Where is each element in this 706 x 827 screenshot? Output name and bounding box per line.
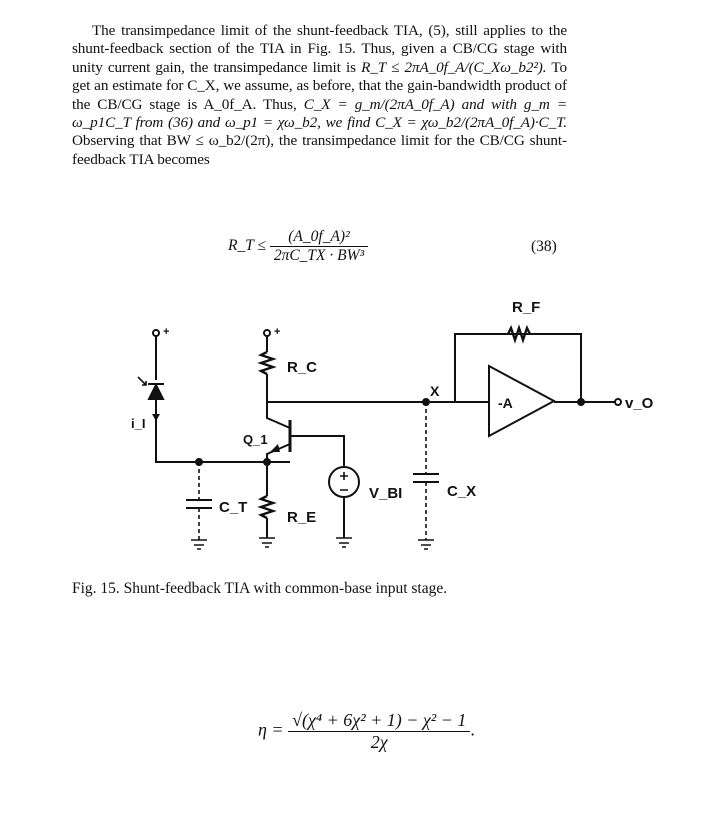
label-x: X xyxy=(430,383,440,399)
ground-icon-re xyxy=(259,537,275,548)
equation-38-number: (38) xyxy=(531,238,557,255)
equation-eta-numerator: √(χ⁴ + 6χ² + 1) − χ² − 1 xyxy=(288,710,471,732)
label-amp: -A xyxy=(498,395,513,411)
label-plus-mid: + xyxy=(274,326,280,338)
vbi-source-icon xyxy=(328,466,360,498)
base-wire xyxy=(290,435,345,466)
paragraph-sentence-3: Observing that BW ≤ ω_b2/(2π), the trans… xyxy=(72,132,567,168)
light-arrow-icon xyxy=(137,376,147,386)
equation-38-numerator: (A_0f_A)² xyxy=(269,228,369,247)
body-paragraph: The transimpedance limit of the shunt-fe… xyxy=(72,22,567,169)
ground-icon-ct xyxy=(191,539,207,550)
paragraph-expression-2: C_X = g_m/(2πA_0f_A) and with g_m = ω_p1… xyxy=(72,95,567,132)
figure-caption: Fig. 15. Shunt-feedback TIA with common-… xyxy=(72,580,448,597)
label-plus-left: + xyxy=(163,326,169,338)
cx-capacitor xyxy=(413,473,439,483)
equation-eta-lhs: η = xyxy=(258,719,284,740)
ct-capacitor xyxy=(186,499,212,509)
q1-emitter xyxy=(266,443,291,462)
label-q1: Q_1 xyxy=(243,432,268,447)
equation-38-lhs: R_T ≤ xyxy=(228,237,266,255)
equation-38-fraction: (A_0f_A)² 2πC_TX · BW³ xyxy=(269,228,369,265)
label-rf: R_F xyxy=(512,299,540,316)
label-rc: R_C xyxy=(287,359,317,376)
label-ii: i_I xyxy=(131,416,145,431)
re-resistor xyxy=(257,494,277,520)
label-re: R_E xyxy=(287,509,316,526)
equation-eta-trail: . xyxy=(470,719,475,740)
equation-38-denominator: 2πC_TX · BW³ xyxy=(273,247,365,264)
output-terminal xyxy=(614,398,622,406)
ground-icon-cx xyxy=(418,539,434,550)
paragraph-sentence-1: The transimpedance limit of the shunt-fe… xyxy=(72,22,567,76)
equation-eta-denominator: 2χ xyxy=(370,732,388,752)
paragraph-expression-1: R_T ≤ 2πA_0f_A/(C_Xω_b2²). xyxy=(361,58,547,76)
photodiode-icon xyxy=(147,382,165,400)
vdd-terminal-left xyxy=(152,329,160,337)
label-ct: C_T xyxy=(219,499,247,516)
collector-wire xyxy=(266,374,426,403)
ground-icon-vbi xyxy=(336,537,352,548)
equation-eta-fraction: √(χ⁴ + 6χ² + 1) − χ² − 1 2χ xyxy=(288,710,471,753)
current-arrow-head xyxy=(152,414,160,421)
label-vo: v_O xyxy=(625,395,654,412)
label-vbi: V_BI xyxy=(369,485,402,502)
q1-emitter-arrow xyxy=(270,444,280,452)
rf-resistor xyxy=(506,324,532,344)
output-node xyxy=(577,398,585,406)
label-cx: C_X xyxy=(447,483,476,500)
equation-38: R_T ≤ (A_0f_A)² 2πC_TX · BW³ xyxy=(228,228,369,265)
vdd-terminal-mid xyxy=(263,329,271,337)
vbi-polarity xyxy=(340,472,348,491)
equation-eta: η = √(χ⁴ + 6χ² + 1) − χ² − 1 2χ . xyxy=(258,710,475,753)
q1-collector xyxy=(266,402,291,429)
rc-resistor xyxy=(257,350,277,376)
paragraph-sentence-2: To get an estimate for C_X, we assume, a… xyxy=(72,58,567,113)
